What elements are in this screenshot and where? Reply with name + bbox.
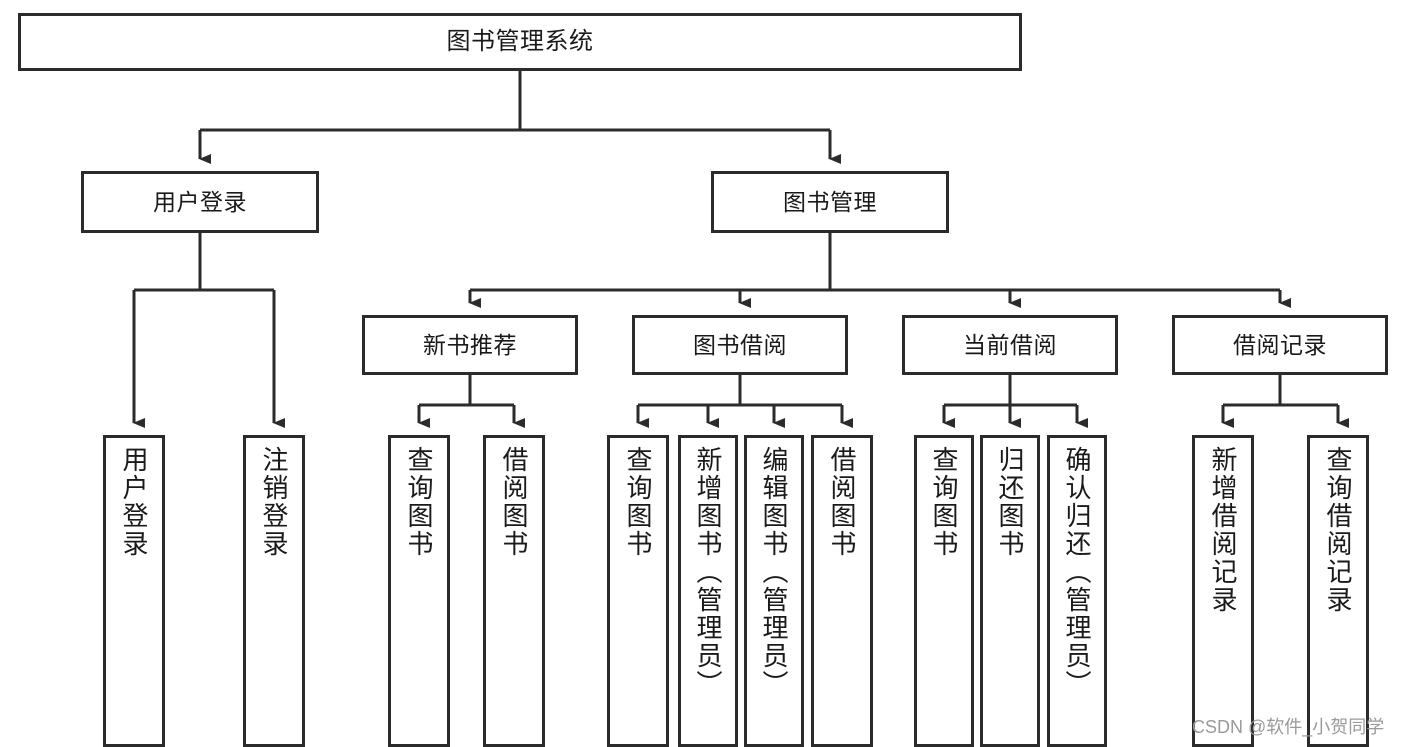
node-leaf-query-record[interactable]: 查询借阅记录 (1307, 435, 1369, 747)
node-label-leaf-query-record: 查询借阅记录 (1323, 446, 1353, 614)
node-current-borrow[interactable]: 当前借阅 (902, 315, 1118, 375)
node-book-borrow[interactable]: 图书借阅 (632, 315, 848, 375)
node-label-leaf-user-login: 用户登录 (119, 446, 149, 558)
node-leaf-edit-book[interactable]: 编辑图书（管理员） (744, 435, 804, 747)
node-label-borrow-record: 借阅记录 (1233, 331, 1327, 358)
node-leaf-logout[interactable]: 注销登录 (243, 435, 305, 747)
node-label-leaf-edit-book: 编辑图书（管理员） (759, 446, 789, 698)
node-leaf-user-login[interactable]: 用户登录 (103, 435, 165, 747)
node-label-leaf-borrow-book-2: 借阅图书 (827, 446, 857, 558)
node-user-login[interactable]: 用户登录 (81, 171, 319, 233)
node-leaf-query-book-2[interactable]: 查询图书 (607, 435, 669, 747)
node-label-new-book-rec: 新书推荐 (423, 331, 517, 358)
node-label-user-login: 用户登录 (153, 188, 247, 215)
node-label-leaf-confirm-return: 确认归还（管理员） (1062, 446, 1092, 698)
node-label-leaf-borrow-book-1: 借阅图书 (499, 446, 529, 558)
node-leaf-query-book-1[interactable]: 查询图书 (388, 435, 450, 747)
node-root-system[interactable]: 图书管理系统 (18, 13, 1022, 71)
node-leaf-confirm-return[interactable]: 确认归还（管理员） (1047, 435, 1107, 747)
node-label-root: 图书管理系统 (446, 28, 594, 56)
node-label-current-borrow: 当前借阅 (963, 331, 1057, 358)
node-label-leaf-query-book-1: 查询图书 (404, 446, 434, 558)
node-new-book-rec[interactable]: 新书推荐 (362, 315, 578, 375)
node-leaf-add-record[interactable]: 新增借阅记录 (1192, 435, 1254, 747)
node-leaf-add-book[interactable]: 新增图书（管理员） (678, 435, 738, 747)
node-label-leaf-logout: 注销登录 (259, 446, 289, 558)
node-borrow-record[interactable]: 借阅记录 (1172, 315, 1388, 375)
node-label-book-manage: 图书管理 (783, 188, 877, 215)
node-label-book-borrow: 图书借阅 (693, 331, 787, 358)
node-leaf-return-book[interactable]: 归还图书 (980, 435, 1040, 747)
node-book-manage[interactable]: 图书管理 (711, 171, 949, 233)
node-leaf-borrow-book-1[interactable]: 借阅图书 (483, 435, 545, 747)
node-leaf-query-book-3[interactable]: 查询图书 (914, 435, 974, 747)
node-label-leaf-return-book: 归还图书 (995, 446, 1025, 558)
node-label-leaf-query-book-2: 查询图书 (623, 446, 653, 558)
node-leaf-borrow-book-2[interactable]: 借阅图书 (811, 435, 873, 747)
node-label-leaf-add-record: 新增借阅记录 (1208, 446, 1238, 614)
node-label-leaf-add-book: 新增图书（管理员） (693, 446, 723, 698)
node-label-leaf-query-book-3: 查询图书 (929, 446, 959, 558)
